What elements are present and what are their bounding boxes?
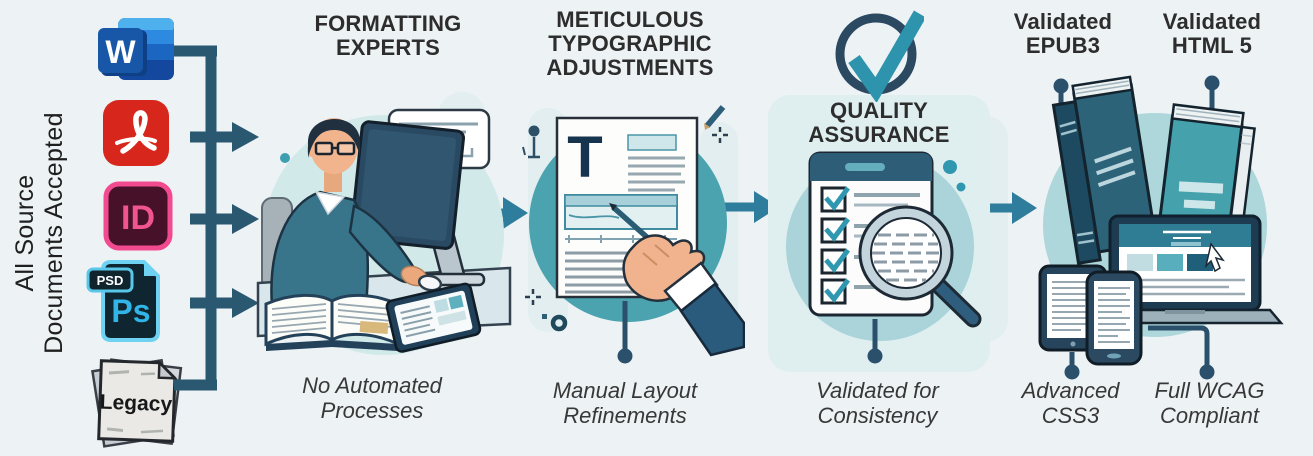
title-line: METICULOUS (556, 7, 704, 32)
output-epub3-title: Validated EPUB3 (1003, 10, 1123, 58)
validated-outputs-illustration (1038, 75, 1284, 380)
word-letter: W (105, 34, 136, 70)
book-icon (1051, 75, 1158, 265)
indesign-icon: ID (103, 181, 173, 251)
source-rail-label-line2: Documents Accepted (40, 112, 68, 354)
title-line: Validated (1162, 9, 1262, 34)
indesign-letters: ID (121, 199, 155, 237)
title-line: QUALITY (830, 98, 928, 123)
caption-line: Validated for (816, 378, 939, 403)
title-line: ADJUSTMENTS (546, 55, 714, 80)
phone-icon (1085, 270, 1143, 366)
hand-with-pen-icon (609, 203, 745, 357)
cursor-icon (1204, 242, 1225, 273)
title-line: ASSURANCE (808, 122, 950, 147)
connector (1064, 352, 1080, 380)
crosshair-icon (712, 127, 728, 143)
caption-line: Full WCAG (1154, 378, 1265, 403)
magnifier-icon (858, 205, 982, 328)
legacy-label: Legacy (99, 391, 172, 417)
title-line: TYPOGRAPHIC (548, 31, 712, 56)
bracket-arrow-icon (190, 288, 259, 318)
line-gauge-icon (522, 125, 540, 159)
output-wcag-caption: Full WCAG Compliant (1142, 378, 1277, 428)
caption-line: Advanced (1021, 378, 1120, 403)
photoshop-badge: PSD (97, 273, 124, 288)
monitor-icon (349, 120, 486, 287)
output-css3-caption: Advanced CSS3 (1003, 378, 1138, 428)
caption-line: Processes (320, 398, 424, 423)
step-quality-assurance-title: QUALITY ASSURANCE (768, 99, 990, 147)
dot-decoration (956, 182, 966, 192)
step-typographic-adjustments-caption: Manual Layout Refinements (540, 378, 710, 428)
output-html5-title: Validated HTML 5 (1152, 10, 1272, 58)
caption-line: Refinements (563, 403, 687, 428)
photoshop-icon: Ps PSD (86, 260, 160, 342)
caption-line: Consistency (817, 403, 938, 428)
connector (617, 301, 633, 364)
title-line: EPUB3 (1025, 33, 1101, 58)
open-book-icon (264, 293, 400, 351)
document-letter: T (567, 125, 602, 190)
step-quality-assurance-caption: Validated for Consistency (795, 378, 960, 428)
caption-line: Manual Layout (552, 378, 698, 403)
title-line: HTML 5 (1171, 33, 1253, 58)
step-typographic-adjustments-title: METICULOUS TYPOGRAPHIC ADJUSTMENTS (540, 8, 720, 80)
typographic-adjustments-illustration: T (522, 105, 745, 364)
glasses-icon (314, 141, 356, 156)
flow-arrow-icon (724, 191, 779, 223)
photoshop-letters: Ps (111, 293, 150, 329)
laptop-icon (1086, 214, 1284, 325)
check-circle-icon (835, 10, 924, 102)
source-bracket (174, 45, 259, 391)
square-decoration (542, 314, 547, 319)
dot-decoration (280, 153, 290, 163)
title-line: FORMATTING (314, 11, 462, 36)
formatting-experts-illustration (256, 108, 512, 355)
caption-line: CSS3 (1041, 403, 1100, 428)
step-formatting-experts-caption: No Automated Processes (287, 373, 457, 423)
bracket-arrow-icon (190, 122, 259, 152)
ring-decoration (550, 314, 568, 332)
source-rail-label: All Source Documents Accepted (11, 81, 69, 385)
dot-decoration (943, 160, 957, 174)
step-formatting-experts-title: FORMATTING EXPERTS (288, 12, 488, 60)
legacy-documents-icon: Legacy (91, 358, 183, 448)
connector (867, 319, 883, 364)
word-icon: W (98, 18, 174, 80)
acrobat-pdf-icon (103, 100, 169, 166)
crosshair-icon (525, 289, 541, 305)
source-rail-label-line1: All Source (11, 174, 39, 292)
caption-line: No Automated (302, 373, 442, 398)
title-line: EXPERTS (335, 35, 441, 60)
connector (1148, 325, 1215, 380)
person-illustration (270, 118, 443, 308)
tablet-icon (385, 282, 482, 353)
caption-line: Compliant (1159, 403, 1260, 428)
quality-assurance-illustration (786, 151, 982, 364)
title-line: Validated (1013, 9, 1113, 34)
bracket-arrow-icon (190, 204, 259, 234)
pencil-icon (704, 105, 726, 130)
